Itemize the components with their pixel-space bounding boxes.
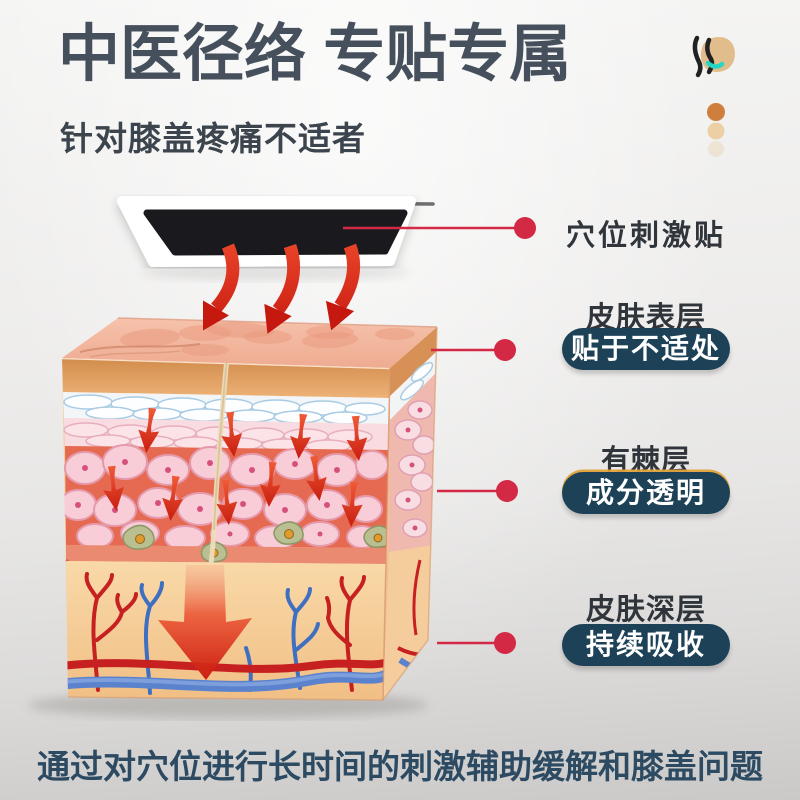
red-dot-icon <box>514 217 536 239</box>
footer-slogan: 通过对穴位进行长时间的刺激辅助缓解和膝盖问题 <box>37 750 763 786</box>
page-title: 中医径络 专贴专属 <box>58 20 572 89</box>
skin-block <box>62 317 438 701</box>
patch-pad <box>143 209 408 256</box>
logo-dot <box>707 103 725 121</box>
logo-dot-reflection <box>708 141 724 157</box>
page-subtitle: 针对膝盖疼痛不适者 <box>60 120 366 157</box>
pill-transparent-ingredients: 成分透明 <box>562 472 730 514</box>
flow-arrows <box>190 243 361 340</box>
red-dot-icon <box>494 632 516 654</box>
red-dot-icon <box>494 339 516 361</box>
callout-lines <box>343 226 525 645</box>
callout-label-spinous-layer: 有棘层 <box>600 445 691 477</box>
patch-illustration <box>117 196 435 281</box>
pill-continuous-absorption: 持续吸收 <box>562 624 730 666</box>
callout-label-patch: 穴位刺激贴 <box>565 220 726 252</box>
artery-horizontal <box>62 658 390 673</box>
callout-dots <box>494 217 536 654</box>
callout-label-deep-skin: 皮肤深层 <box>585 594 706 626</box>
brand-logo <box>692 35 735 157</box>
absorption-arrow <box>158 565 252 680</box>
pill-apply-on-discomfort: 贴于不适处 <box>562 328 730 370</box>
red-dot-icon <box>496 480 518 502</box>
logo-dot <box>707 122 725 140</box>
